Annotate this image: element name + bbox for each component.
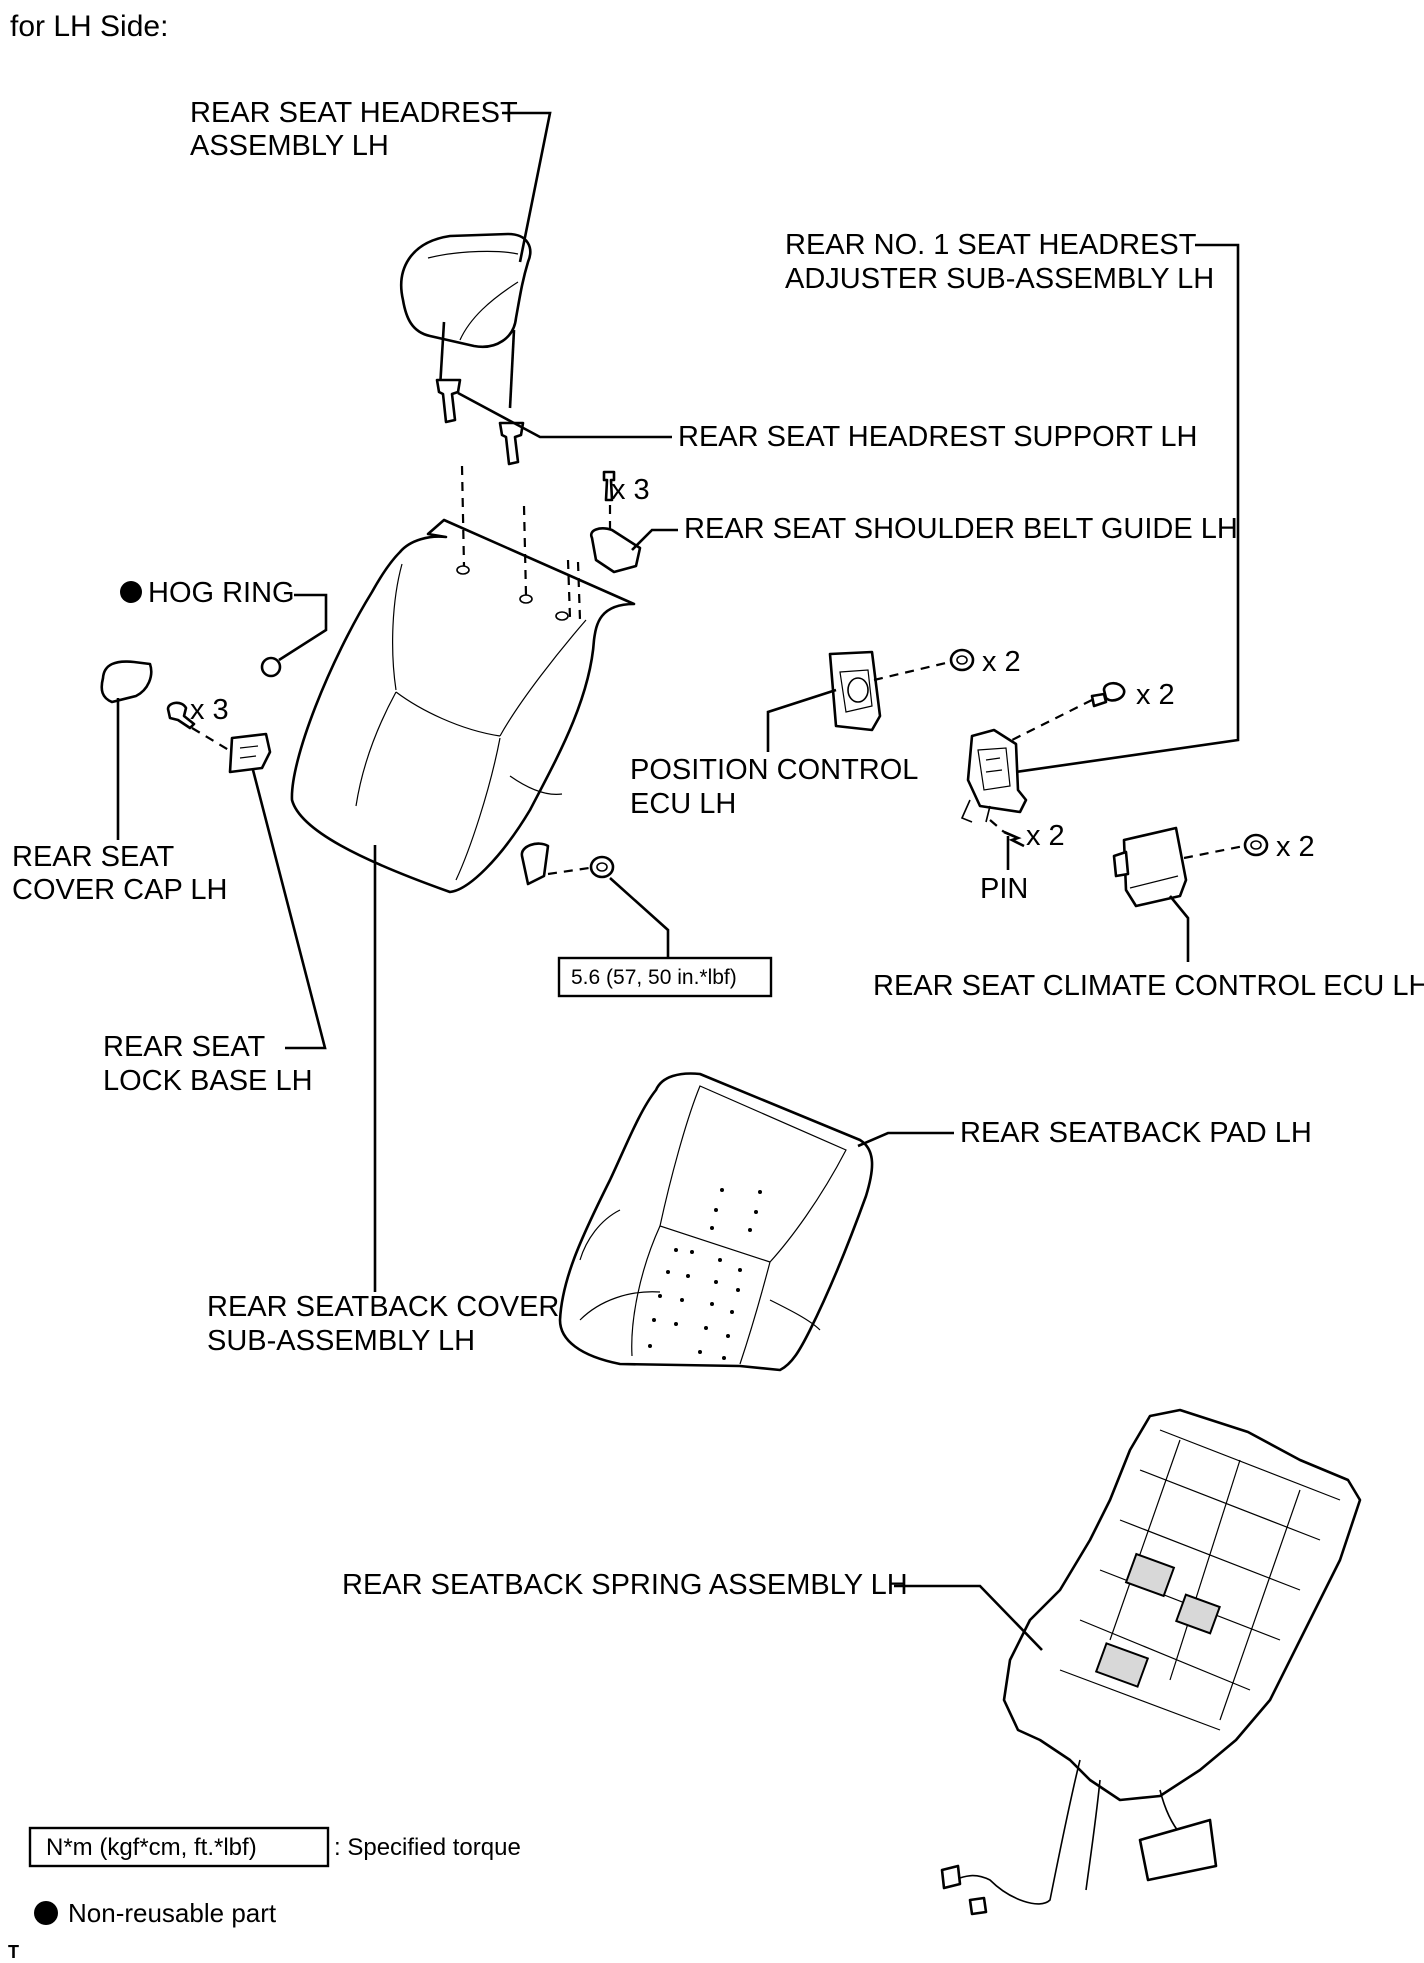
adjuster-bolt-part <box>1090 681 1126 708</box>
label-cover-cap-line2: COVER CAP LH <box>12 874 227 906</box>
dash-adjuster-bolt <box>1011 699 1093 741</box>
cover-cap-part <box>100 660 153 704</box>
legend-nonreusable-icon <box>34 1901 58 1925</box>
dash-lock-base <box>191 727 233 753</box>
climate-ecu-nut-part <box>1243 833 1269 857</box>
torque-spec-box <box>557 956 773 998</box>
climate-ecu-part <box>1112 826 1188 908</box>
leader-shoulder-belt-guide <box>631 528 678 551</box>
leader-hog-ring <box>278 593 328 662</box>
leader-headrest-support <box>457 391 672 439</box>
dash-climate-ecu-nut <box>1183 844 1245 860</box>
pin-qty: x 2 <box>1026 820 1065 852</box>
seatback-spring-assembly-part <box>940 1408 1362 1916</box>
label-adjuster-line2: ADJUSTER SUB-ASSEMBLY LH <box>785 263 1214 295</box>
label-lock-base-line2: LOCK BASE LH <box>103 1065 313 1097</box>
leader-position-ecu <box>766 688 837 752</box>
leader-climate-ecu <box>1168 895 1190 962</box>
label-spring-assembly: REAR SEATBACK SPRING ASSEMBLY LH <box>342 1569 908 1601</box>
diagram-header: for LH Side: <box>10 10 168 43</box>
corner-mark: T <box>8 1942 19 1962</box>
dash-support-1 <box>460 465 466 567</box>
leader-spring-assembly <box>894 1584 1043 1651</box>
hog-ring-part <box>260 656 282 678</box>
label-seatback-cover-line1: REAR SEATBACK COVER <box>207 1291 559 1323</box>
dash-belt-guide-1 <box>566 559 572 619</box>
dash-ecu-nut <box>873 660 951 682</box>
label-lock-base-line1: REAR SEAT <box>103 1031 266 1063</box>
label-headrest-support: REAR SEAT HEADREST SUPPORT LH <box>678 421 1197 453</box>
dash-torque-nut <box>547 866 590 876</box>
label-position-ecu-line2: ECU LH <box>630 788 736 820</box>
label-seatback-pad: REAR SEATBACK PAD LH <box>960 1117 1312 1149</box>
leader-headrest <box>502 111 552 263</box>
label-adjuster-line1: REAR NO. 1 SEAT HEADREST <box>785 229 1197 261</box>
label-pin: PIN <box>980 873 1028 905</box>
label-climate-ecu: REAR SEAT CLIMATE CONTROL ECU LH <box>873 970 1424 1002</box>
label-cover-cap-line1: REAR SEAT <box>12 841 175 873</box>
label-hog-ring: HOG RING <box>148 577 295 609</box>
dash-pin <box>989 819 1005 833</box>
label-headrest-line2: ASSEMBLY LH <box>190 130 389 162</box>
legend-nonreusable-text: Non-reusable part <box>68 1898 277 1928</box>
headrest-adjuster-part <box>960 728 1028 823</box>
dash-belt-guide-2 <box>576 561 582 621</box>
position-control-ecu-part <box>828 650 882 732</box>
ecu-nut-qty: x 2 <box>982 646 1021 678</box>
legend-torque-units: N*m (kgf*cm, ft.*lbf) <box>46 1834 257 1861</box>
torque-nut-part <box>589 855 615 879</box>
nonreusable-mark-icon <box>120 581 142 603</box>
shoulder-belt-guide-part <box>589 470 642 574</box>
leader-adjuster <box>1015 243 1240 774</box>
leader-seatback-pad <box>857 1131 954 1148</box>
label-shoulder-belt-guide: REAR SEAT SHOULDER BELT GUIDE LH <box>684 513 1238 545</box>
belt-guide-bolt-qty: x 3 <box>611 474 650 506</box>
ecu-nut-part <box>949 648 975 672</box>
torque-spec-value: 5.6 (57, 50 in.*lbf) <box>571 966 737 989</box>
pin-part <box>1003 830 1025 848</box>
seatback-pad-part <box>558 1072 874 1372</box>
lock-base-part <box>166 701 272 774</box>
seatback-cover-part <box>290 518 636 894</box>
legend-torque-box <box>28 1826 330 1868</box>
label-seatback-cover-line2: SUB-ASSEMBLY LH <box>207 1325 475 1357</box>
lock-base-screw-qty: x 3 <box>190 694 229 726</box>
label-headrest-line1: REAR SEAT HEADREST <box>190 97 518 129</box>
climate-ecu-nut-qty: x 2 <box>1276 831 1315 863</box>
adjuster-bolt-qty: x 2 <box>1136 679 1175 711</box>
legend-torque-text: : Specified torque <box>334 1834 521 1861</box>
label-position-ecu-line1: POSITION CONTROL <box>630 754 918 786</box>
leader-torque-spec <box>609 877 670 958</box>
headrest-part <box>399 232 532 409</box>
leader-lock-base <box>251 769 327 1050</box>
